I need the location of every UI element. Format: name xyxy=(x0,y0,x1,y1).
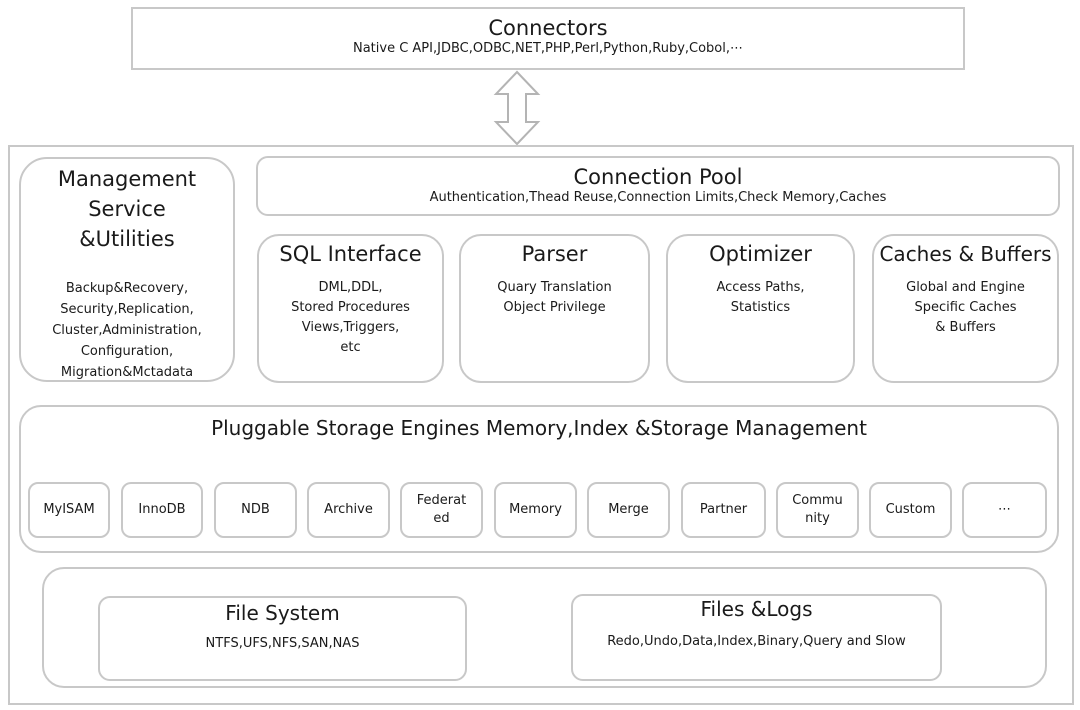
optimizer-line: Access Paths, xyxy=(716,280,805,295)
engine-federated: Federat ed xyxy=(400,482,483,538)
double-arrow-icon xyxy=(493,70,541,146)
engine-custom: Custom xyxy=(869,482,952,538)
files-logs-subtitle: Redo,Undo,Data,Index,Binary,Query and Sl… xyxy=(607,634,906,649)
storage-engines-title: Pluggable Storage Engines Memory,Index &… xyxy=(211,416,867,440)
engine-label: ed xyxy=(433,511,450,526)
caches-buffers-title: Caches & Buffers xyxy=(879,242,1052,266)
connection-pool-title: Connection Pool xyxy=(573,165,743,189)
caches-buffers-lines: Global and Engine Specific Caches & Buff… xyxy=(874,278,1057,338)
engine-partner: Partner xyxy=(681,482,766,538)
parser-line: Object Privilege xyxy=(503,300,606,315)
engine-label: Commu xyxy=(792,493,843,509)
engine-label: nity xyxy=(805,511,830,526)
caches-buffers-line: & Buffers xyxy=(935,320,996,335)
management-item: Configuration, xyxy=(80,344,174,359)
engine-label: Custom xyxy=(885,502,936,518)
engine-archive: Archive xyxy=(307,482,390,538)
connectors-box: Connectors Native C API,JDBC,ODBC,NET,PH… xyxy=(131,7,965,70)
engine-innodb: InnoDB xyxy=(121,482,203,538)
management-item: Security,Replication, xyxy=(60,302,194,317)
engine-ndb: NDB xyxy=(214,482,297,538)
engine-community: Commu nity xyxy=(776,482,859,538)
file-system-title: File System xyxy=(225,601,340,625)
sql-interface-line: Views,Triggers, xyxy=(301,320,400,335)
parser-lines: Quary Translation Object Privilege xyxy=(461,278,648,318)
optimizer-line: Statistics xyxy=(730,300,791,315)
connectors-title: Connectors xyxy=(488,16,608,40)
connection-pool-box: Connection Pool Authentication,Thead Reu… xyxy=(256,156,1060,216)
engine-label: Archive xyxy=(324,502,373,518)
engine-myisam: MyISAM xyxy=(28,482,110,538)
engine-label: Merge xyxy=(608,502,649,518)
engine-label: NDB xyxy=(241,502,270,518)
engine-label: Memory xyxy=(509,502,562,518)
caches-buffers-line: Specific Caches xyxy=(914,300,1017,315)
sql-interface-title: SQL Interface xyxy=(279,242,422,266)
management-item: Backup&Recovery, xyxy=(65,281,189,296)
management-title: Management Service &Utilities xyxy=(21,164,233,254)
file-system-subtitle: NTFS,UFS,NFS,SAN,NAS xyxy=(205,636,360,651)
engine-memory: Memory xyxy=(494,482,577,538)
engine-merge: Merge xyxy=(587,482,670,538)
management-service-box: Management Service &Utilities Backup&Rec… xyxy=(19,157,235,382)
sql-interface-line: Stored Procedures xyxy=(291,300,410,315)
sql-interface-lines: DML,DDL, Stored Procedures Views,Trigger… xyxy=(259,278,442,358)
file-system-box: File System NTFS,UFS,NFS,SAN,NAS xyxy=(98,596,467,681)
engine-label: Partner xyxy=(699,502,748,518)
engine-label: InnoDB xyxy=(138,502,186,518)
connectors-subtitle: Native C API,JDBC,ODBC,NET,PHP,Perl,Pyth… xyxy=(352,41,744,56)
management-item: Migration&Mctadata xyxy=(60,365,194,380)
parser-line: Quary Translation xyxy=(497,280,612,295)
management-title-line: Management xyxy=(57,167,197,191)
files-logs-title: Files &Logs xyxy=(700,597,813,621)
parser-title: Parser xyxy=(521,242,588,266)
sql-interface-line: etc xyxy=(340,340,361,355)
parser-box: Parser Quary Translation Object Privileg… xyxy=(459,234,650,383)
engine-label: Federat xyxy=(416,493,467,509)
optimizer-box: Optimizer Access Paths, Statistics xyxy=(666,234,855,383)
management-items: Backup&Recovery, Security,Replication, C… xyxy=(21,278,233,383)
optimizer-lines: Access Paths, Statistics xyxy=(668,278,853,318)
caches-buffers-line: Global and Engine xyxy=(906,280,1025,295)
management-title-line: &Utilities xyxy=(79,227,175,251)
management-title-line: Service xyxy=(88,197,166,221)
sql-interface-box: SQL Interface DML,DDL, Stored Procedures… xyxy=(257,234,444,383)
optimizer-title: Optimizer xyxy=(709,242,812,266)
engine-more: ⋯ xyxy=(962,482,1047,538)
sql-interface-line: DML,DDL, xyxy=(318,280,383,295)
management-item: Cluster,Administration, xyxy=(52,323,202,338)
caches-buffers-box: Caches & Buffers Global and Engine Speci… xyxy=(872,234,1059,383)
engine-label: ⋯ xyxy=(998,502,1011,518)
files-logs-box: Files &Logs Redo,Undo,Data,Index,Binary,… xyxy=(571,594,942,681)
engine-label: MyISAM xyxy=(43,502,95,518)
connection-pool-subtitle: Authentication,Thead Reuse,Connection Li… xyxy=(429,190,887,205)
